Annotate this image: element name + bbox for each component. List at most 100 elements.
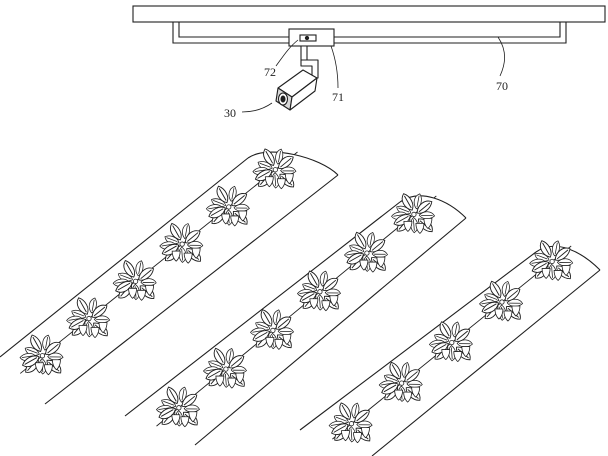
strawberry-plant <box>205 185 250 227</box>
plant-crown <box>270 327 276 334</box>
strawberry-plant <box>328 402 373 444</box>
strawberry-plant <box>297 270 341 312</box>
leaf <box>166 386 179 405</box>
strawberry <box>44 364 53 376</box>
label-rail: 70 <box>496 79 508 93</box>
planting-bed <box>124 193 467 446</box>
strawberry <box>264 176 274 188</box>
plant-crown <box>364 250 370 256</box>
strawberry <box>191 247 201 259</box>
leaf <box>216 185 229 204</box>
plant-crown <box>399 380 405 386</box>
leader-71 <box>330 45 339 89</box>
plant-crown <box>176 405 182 411</box>
label-camera: 30 <box>224 106 236 120</box>
strawberry <box>183 252 193 264</box>
reference-numerals: 70 71 72 30 <box>224 65 508 120</box>
rail-frame <box>172 22 567 44</box>
leaf <box>213 347 226 366</box>
leaf <box>233 203 250 212</box>
plant-crown <box>132 278 139 284</box>
strawberry <box>137 289 146 301</box>
strawberry-plant <box>479 280 524 322</box>
plant-crown <box>179 241 185 247</box>
strawberry <box>403 391 413 403</box>
strawberry-plant <box>155 386 200 428</box>
camera-body-top <box>289 77 318 111</box>
strawberry <box>145 284 154 296</box>
strawberry-plant <box>529 240 574 281</box>
leaf <box>222 371 231 388</box>
camera-arm <box>300 45 308 61</box>
leaf <box>406 380 423 388</box>
strawberry <box>128 287 137 299</box>
strawberry <box>188 411 198 423</box>
strawberry <box>415 223 425 234</box>
strawberry <box>353 432 362 444</box>
plant-crown <box>348 421 355 427</box>
leaf <box>324 288 341 297</box>
strawberry-plant <box>378 361 423 403</box>
strawberry-plant <box>252 148 297 190</box>
strawberry <box>503 310 513 322</box>
strawberry <box>411 386 421 398</box>
strawberry <box>35 362 44 374</box>
bed-left-edge <box>0 157 249 358</box>
leaf <box>260 309 273 327</box>
strawberry <box>227 377 237 389</box>
plant-crown <box>499 299 505 305</box>
plant-crown <box>411 211 417 218</box>
strawberry <box>553 270 563 281</box>
strawberry <box>376 256 386 268</box>
leaf <box>307 270 320 289</box>
planting-beds <box>0 148 601 456</box>
strawberry <box>274 339 284 350</box>
leaf <box>230 365 247 374</box>
bed-right-edge <box>44 174 339 405</box>
strawberry-plant <box>428 321 473 363</box>
camera-assembly <box>275 45 319 111</box>
leaf <box>186 241 204 249</box>
strawberry <box>561 265 571 276</box>
strawberry <box>171 250 181 262</box>
strawberry-plant <box>344 231 389 273</box>
strawberry <box>276 178 286 190</box>
strawberry <box>282 334 292 345</box>
strawberry <box>265 337 275 348</box>
strawberry <box>238 210 248 222</box>
strawberry <box>341 430 350 442</box>
strawberry <box>423 218 433 229</box>
leader-70 <box>497 36 506 77</box>
strawberry <box>98 322 108 334</box>
strawberry <box>235 372 245 384</box>
strawberry-plant <box>159 222 204 264</box>
strawberry <box>494 308 504 320</box>
label-mount: 72 <box>264 65 276 79</box>
bed-left-edge <box>299 251 537 431</box>
plant-crown <box>223 366 229 372</box>
strawberry <box>368 261 378 273</box>
leaf <box>140 278 157 287</box>
leaf <box>183 404 200 413</box>
strawberry <box>180 416 190 428</box>
leader-lines <box>241 36 506 113</box>
leaf <box>456 339 473 348</box>
strawberry <box>171 414 181 426</box>
plant-crown <box>272 167 278 173</box>
strawberry-plant <box>66 297 111 339</box>
leaf <box>280 166 297 175</box>
leaf <box>123 260 136 278</box>
leader-30 <box>241 102 273 113</box>
ceiling-beam <box>132 5 606 23</box>
leaf <box>76 297 89 315</box>
leaf <box>539 240 552 258</box>
plant-crown <box>86 315 92 322</box>
camera-lens-inner <box>280 95 286 103</box>
leader-72 <box>275 39 299 67</box>
strawberry <box>329 295 339 307</box>
leaf <box>178 246 187 263</box>
bed-ridge <box>156 195 437 427</box>
strawberry <box>284 173 294 185</box>
plant-crown <box>449 339 455 346</box>
